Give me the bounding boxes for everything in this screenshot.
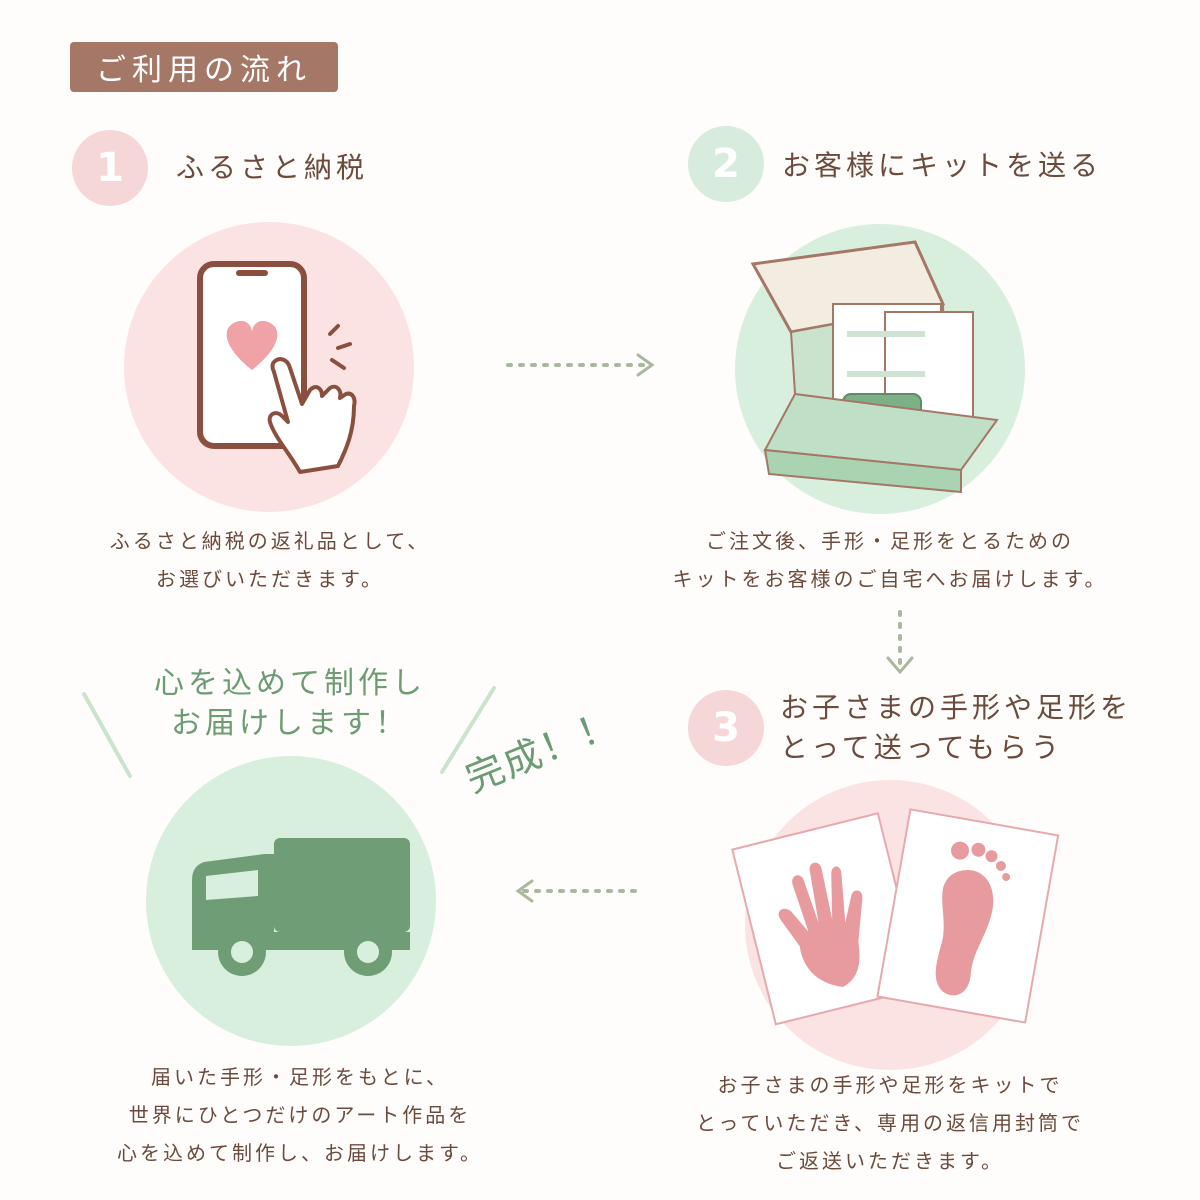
step-2-desc-line: ご注文後、手形・足形をとるための <box>706 529 1074 553</box>
smartphone-heart-icon <box>197 261 357 474</box>
step-1-title: ふるさと納税 <box>176 151 369 184</box>
arrow-right-icon <box>506 353 655 377</box>
sparkle-lines-icon <box>82 686 496 778</box>
step-2-number: 2 <box>688 126 764 202</box>
step-3-title-line: とって送ってもらう <box>780 731 1063 764</box>
step-2-desc-line: キットをお客様のご自宅へお届けします。 <box>672 567 1108 591</box>
delivery-truck-icon <box>192 838 410 976</box>
final-heading-line: お届けします！ <box>171 706 409 741</box>
step-1-desc-line: ふるさと納税の返礼品として、 <box>109 529 431 553</box>
final-heading: 心を込めて制作し お届けします！ <box>120 664 460 744</box>
kit-box-icon <box>750 240 999 494</box>
step-3-title-line: お子さまの手形や足形を <box>780 691 1133 724</box>
step-2-title: お客様にキットを送る <box>782 149 1103 182</box>
step-3-title: お子さまの手形や足形を とって送ってもらう <box>780 688 1132 768</box>
step-1-description: ふるさと納税の返礼品として、 お選びいただきます。 <box>70 522 470 598</box>
arrow-down-icon <box>886 610 914 675</box>
step-3-desc-line: お子さまの手形や足形をキットで <box>717 1073 1063 1097</box>
step-3-description: お子さまの手形や足形をキットで とっていただき、専用の返信用封筒で ご返送いただ… <box>640 1066 1140 1180</box>
step-1-number: 1 <box>72 130 148 206</box>
final-description: 届いた手形・足形をもとに、 世界にひとつだけのアート作品を 心を込めて制作し、お… <box>60 1058 540 1172</box>
step-1-desc-line: お選びいただきます。 <box>156 567 384 591</box>
final-desc-line: 心を込めて制作し、お届けします。 <box>117 1141 483 1165</box>
step-3-desc-line: ご返送いただきます。 <box>776 1149 1004 1173</box>
step-3-desc-line: とっていただき、専用の返信用封筒で <box>696 1111 1084 1135</box>
final-desc-line: 世界にひとつだけのアート作品を <box>128 1103 472 1127</box>
final-heading-line: 心を込めて制作し <box>154 666 426 701</box>
section-title: ご利用の流れ <box>70 42 338 92</box>
step-2-description: ご注文後、手形・足形をとるための キットをお客様のご自宅へお届けします。 <box>650 522 1130 598</box>
handprint-footprint-icon <box>731 808 1060 1026</box>
step-3-number: 3 <box>688 690 764 766</box>
final-desc-line: 届いた手形・足形をもとに、 <box>151 1065 449 1089</box>
arrow-left-icon <box>515 879 644 903</box>
